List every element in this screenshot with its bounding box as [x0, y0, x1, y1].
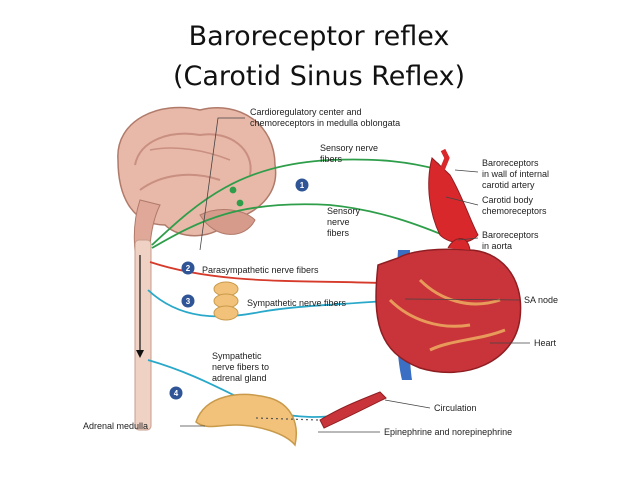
label-baro-aorta-1: Baroreceptors — [482, 230, 539, 240]
sympathetic-ganglion — [213, 281, 239, 321]
step-badge-1: 1 — [295, 178, 309, 192]
title-line-2: (Carotid Sinus Reflex) — [172, 61, 466, 92]
label-carotid-body-2: chemoreceptors — [482, 206, 547, 216]
label-sa-node: SA node — [524, 295, 558, 305]
label-symp-adrenal-2: nerve fibers to — [212, 362, 269, 372]
label-symp-adrenal-1: Sympathetic — [212, 351, 262, 361]
label-sensory-mid-3: fibers — [327, 228, 350, 238]
label-carotid-body-1: Carotid body — [482, 195, 534, 205]
step-number-3: 3 — [186, 297, 191, 306]
hormone-path — [255, 417, 319, 421]
label-cardioregulatory-1: Cardioregulatory center and — [250, 107, 362, 117]
step-badge-4: 4 — [169, 386, 183, 400]
step-number-4: 4 — [174, 389, 179, 398]
label-sensory-top-1: Sensory nerve — [320, 143, 378, 153]
adrenal-gland — [195, 393, 297, 447]
label-sympathetic: Sympathetic nerve fibers — [247, 298, 347, 308]
label-sensory-top-2: fibers — [320, 154, 343, 164]
label-epinephrine: Epinephrine and norepinephrine — [384, 427, 512, 437]
heart-illustration — [375, 148, 522, 380]
circulation-vessel — [319, 391, 387, 429]
label-symp-adrenal-3: adrenal gland — [212, 373, 267, 383]
step-number-1: 1 — [300, 181, 305, 190]
leader-lines — [180, 117, 530, 433]
label-circulation: Circulation — [434, 403, 477, 413]
label-parasympathetic: Parasympathetic nerve fibers — [202, 265, 319, 275]
label-cardioregulatory-2: chemoreceptors in medulla oblongata — [250, 118, 400, 128]
label-adrenal-medulla: Adrenal medulla — [83, 421, 148, 431]
title-line-1: Baroreceptor reflex — [188, 21, 450, 52]
label-baro-carotid-2: in wall of internal — [482, 169, 549, 179]
label-sensory-mid-1: Sensory — [327, 206, 361, 216]
brain-illustration — [117, 106, 277, 281]
step-badge-3: 3 — [181, 294, 195, 308]
label-baro-carotid-1: Baroreceptors — [482, 158, 539, 168]
step-badge-2: 2 — [181, 261, 195, 275]
label-sensory-mid-2: nerve — [327, 217, 350, 227]
step-number-2: 2 — [186, 264, 191, 273]
label-baro-aorta-2: in aorta — [482, 241, 512, 251]
label-baro-carotid-3: carotid artery — [482, 180, 535, 190]
label-heart: Heart — [534, 338, 557, 348]
spinal-cord — [134, 239, 152, 431]
arrow-head — [136, 350, 144, 358]
